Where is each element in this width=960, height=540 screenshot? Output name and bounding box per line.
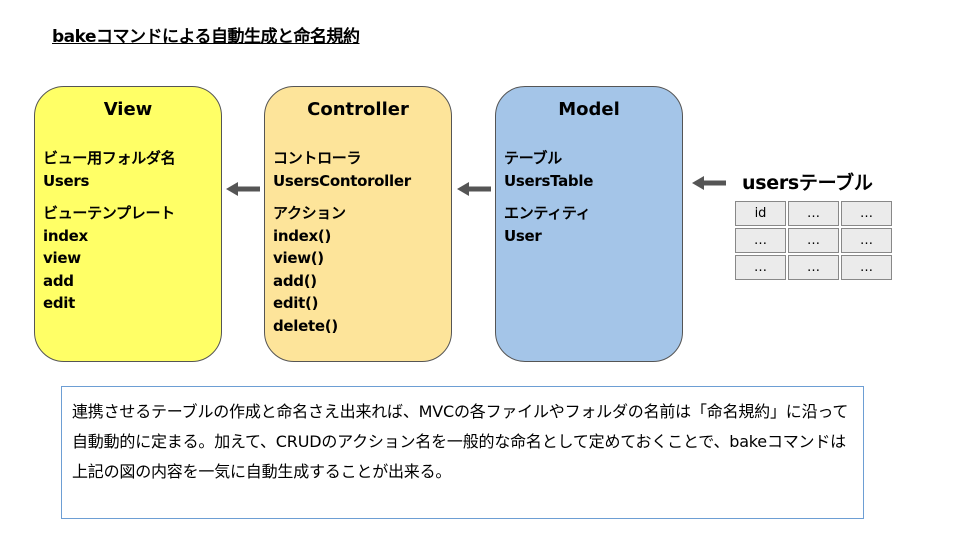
model-table-value: UsersTable <box>504 171 594 190</box>
arrow-left-icon <box>226 182 260 196</box>
table-cell: id <box>735 201 786 226</box>
slide-title: bakeコマンドによる自動生成と命名規約 <box>52 27 360 47</box>
view-template-item: add <box>43 271 74 290</box>
table-cell: … <box>788 201 839 226</box>
view-template-group: ビューテンプレート index view add edit <box>43 202 175 315</box>
explanation-note: 連携させるテーブルの作成と命名さえ出来れば、MVCの各ファイルやフォルダの名前は… <box>61 386 864 519</box>
model-table-label: テーブル <box>504 149 562 167</box>
controller-action-group: アクション index() view() add() edit() delete… <box>273 202 346 337</box>
arrow-left-icon <box>457 182 491 196</box>
model-entity-value: User <box>504 226 542 245</box>
arrow-left-icon <box>692 176 726 190</box>
view-template-item: index <box>43 226 88 245</box>
users-table: id … … … … … … … … <box>733 199 894 282</box>
controller-action-item: edit() <box>273 294 319 312</box>
table-cell: … <box>788 255 839 280</box>
model-entity-group: エンティティ User <box>504 202 591 247</box>
table-cell: … <box>788 228 839 253</box>
view-template-item: view <box>43 249 81 267</box>
table-row: … … … <box>735 255 892 280</box>
controller-name-label: コントローラ <box>273 149 362 167</box>
controller-action-item: view() <box>273 249 324 267</box>
model-box: Model テーブル UsersTable エンティティ User <box>495 86 683 362</box>
table-row: … … … <box>735 228 892 253</box>
controller-title: Controller <box>307 99 409 120</box>
controller-action-label: アクション <box>273 204 346 222</box>
view-folder-group: ビュー用フォルダ名 Users <box>43 147 176 192</box>
table-cell: … <box>841 201 892 226</box>
users-table-title: usersテーブル <box>742 172 873 194</box>
controller-name-value: UsersContoroller <box>273 171 411 190</box>
view-template-item: edit <box>43 294 76 312</box>
table-cell: … <box>841 228 892 253</box>
model-table-group: テーブル UsersTable <box>504 147 593 192</box>
controller-action-item: add() <box>273 271 317 290</box>
table-cell: … <box>841 255 892 280</box>
controller-box: Controller コントローラ UsersContoroller アクション… <box>264 86 452 362</box>
controller-action-item: index() <box>273 226 332 245</box>
model-title: Model <box>558 99 620 120</box>
table-cell: … <box>735 228 786 253</box>
view-folder-value: Users <box>43 171 90 190</box>
view-template-label: ビューテンプレート <box>43 204 175 222</box>
table-row: id … … <box>735 201 892 226</box>
model-entity-label: エンティティ <box>504 204 591 222</box>
controller-name-group: コントローラ UsersContoroller <box>273 147 411 192</box>
table-cell: … <box>735 255 786 280</box>
view-title: View <box>103 99 153 120</box>
view-folder-label: ビュー用フォルダ名 <box>43 149 176 167</box>
controller-action-item: delete() <box>273 316 338 335</box>
view-box: View ビュー用フォルダ名 Users ビューテンプレート index vie… <box>34 86 222 362</box>
